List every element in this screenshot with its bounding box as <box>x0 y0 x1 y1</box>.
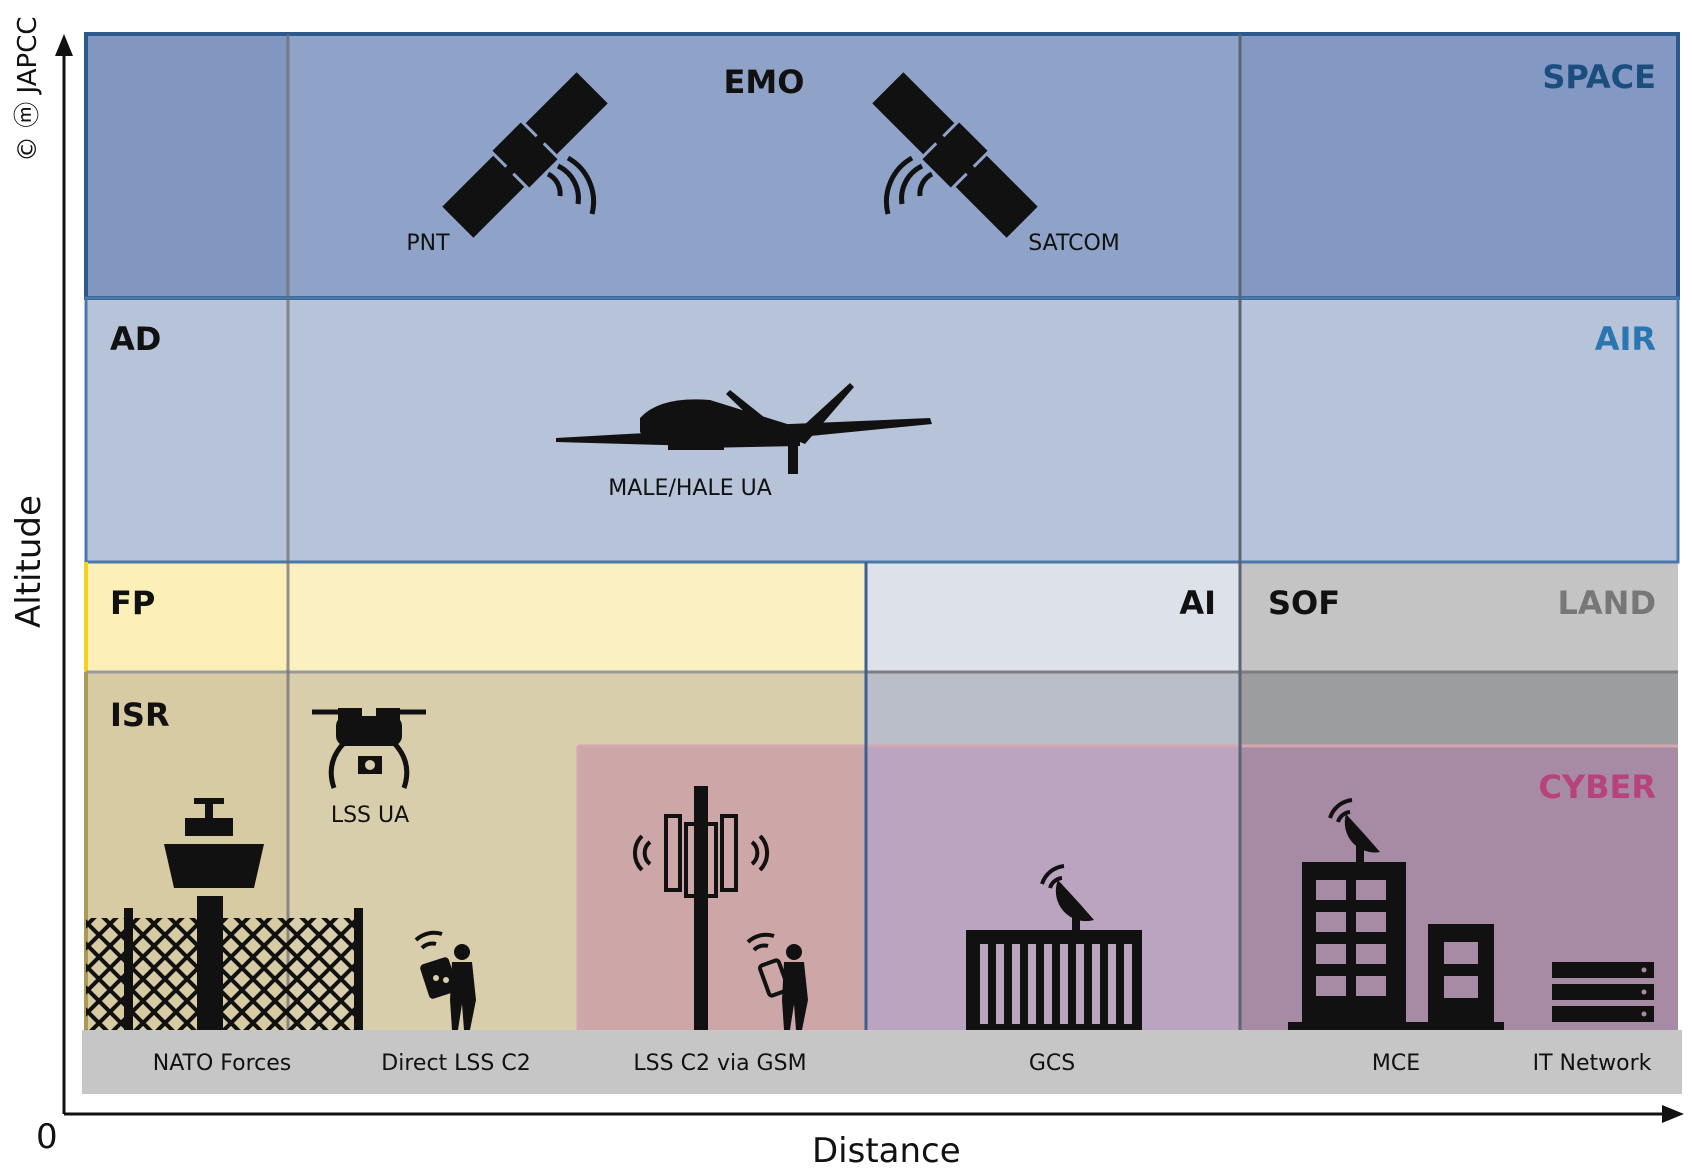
building-icon <box>1288 814 1504 1030</box>
sof-label: SOF <box>1268 584 1340 622</box>
sof-land-region <box>1240 562 1678 672</box>
cyber-label: CYBER <box>1538 768 1656 806</box>
lss-c2-gsm-label: LSS C2 via GSM <box>633 1051 806 1076</box>
mce-label: MCE <box>1372 1051 1420 1076</box>
y-axis-label: Altitude <box>9 495 49 628</box>
air-label: AIR <box>1595 320 1656 358</box>
y-axis-arrow <box>55 34 73 56</box>
fp-region-left <box>86 562 288 672</box>
space-region-right <box>1240 34 1678 298</box>
isr-label: ISR <box>110 696 170 734</box>
male-hale-label: MALE/HALE UA <box>608 476 772 501</box>
sof-lower-region <box>1240 672 1678 746</box>
cell-tower-icon <box>664 786 738 1030</box>
signal-waves-icon <box>1040 864 1065 889</box>
ground-strip <box>82 1030 1682 1094</box>
operator-icon <box>757 944 808 1030</box>
signal-waves-icon <box>632 834 770 872</box>
signal-waves-icon <box>746 932 775 952</box>
ai-label: AI <box>1179 584 1216 622</box>
ground-station-icon <box>966 880 1142 1030</box>
signal-waves-icon <box>1328 798 1353 823</box>
satcom-label: SATCOM <box>1028 231 1120 256</box>
lss-ua-label: LSS UA <box>331 803 409 828</box>
ai-region <box>866 562 1240 672</box>
quadcopter-icon <box>312 708 426 789</box>
gcs-label: GCS <box>1029 1051 1075 1076</box>
space-label: SPACE <box>1542 58 1656 96</box>
signal-waves-icon <box>414 930 443 950</box>
copyright: © ⓜ JAPCC <box>13 16 43 162</box>
nato-forces-label: NATO Forces <box>153 1051 292 1076</box>
origin-label: 0 <box>36 1117 58 1157</box>
air-border <box>84 296 1680 564</box>
ad-label: AD <box>110 320 161 358</box>
drone-aircraft-icon <box>556 383 932 474</box>
x-axis-label: Distance <box>812 1131 961 1171</box>
fence-posts <box>124 908 363 1030</box>
satellite-icon <box>442 72 608 238</box>
operator-icon <box>420 944 476 1030</box>
server-icon <box>1552 962 1654 1022</box>
pnt-label: PNT <box>406 231 450 256</box>
x-axis-arrow <box>1662 1105 1684 1123</box>
control-tower-icon <box>164 798 264 1030</box>
emo-label: EMO <box>724 63 805 101</box>
signal-waves-icon <box>546 155 597 215</box>
land-label: LAND <box>1558 584 1657 622</box>
space-region-left <box>86 34 288 298</box>
it-network-label: IT Network <box>1533 1051 1652 1076</box>
direct-lss-c2-label: Direct LSS C2 <box>381 1051 530 1076</box>
satellite-icon <box>872 72 1038 238</box>
air-region <box>86 298 1678 562</box>
ai-lower-region <box>866 672 1240 746</box>
fp-label: FP <box>110 584 155 622</box>
signal-waves-icon <box>883 155 934 215</box>
